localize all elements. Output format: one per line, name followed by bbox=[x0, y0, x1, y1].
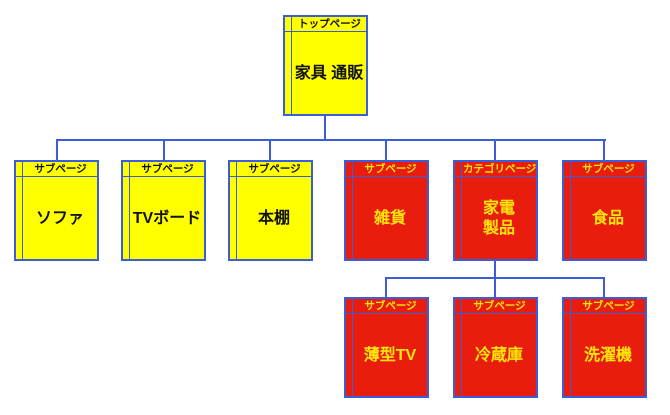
page-spine-line bbox=[570, 299, 571, 396]
page-spine-line bbox=[570, 162, 571, 259]
page-spine-line bbox=[129, 162, 130, 259]
page-spine-line bbox=[352, 162, 353, 259]
page-title: 本棚 bbox=[257, 209, 290, 227]
page-type-badge: サブページ bbox=[346, 299, 427, 314]
node-home-appliances: カテゴリページ 家電 製品 bbox=[453, 160, 538, 261]
page-type-badge: サブページ bbox=[564, 162, 645, 177]
connector-top-drop bbox=[324, 116, 326, 140]
connector-drop-refrigerator bbox=[494, 277, 496, 297]
page-spine-line bbox=[461, 299, 462, 396]
page-type-badge: サブページ bbox=[455, 299, 536, 314]
page-title: 家電 製品 bbox=[482, 199, 515, 237]
node-flat-tv: サブページ 薄型TV bbox=[344, 297, 429, 398]
page-title: 雑貨 bbox=[373, 209, 406, 227]
node-general-goods: サブページ 雑貨 bbox=[344, 160, 429, 261]
page-spine-line bbox=[236, 162, 237, 259]
node-bookshelf: サブページ 本棚 bbox=[228, 160, 313, 261]
node-washing-machine: サブページ 洗濯機 bbox=[562, 297, 647, 398]
page-type-badge: トップページ bbox=[285, 17, 366, 32]
page-title: 薄型TV bbox=[363, 346, 417, 364]
page-title: 食品 bbox=[591, 209, 624, 227]
page-title: 洗濯機 bbox=[583, 346, 632, 364]
page-title: TVボード bbox=[132, 209, 202, 227]
connector-appliances-drop bbox=[494, 261, 496, 279]
page-type-badge: サブページ bbox=[564, 299, 645, 314]
page-spine-line bbox=[352, 299, 353, 396]
page-type-badge: カテゴリページ bbox=[455, 162, 536, 177]
page-spine-line bbox=[461, 162, 462, 259]
page-title: 家具 通販 bbox=[294, 64, 364, 82]
node-sofa: サブページ ソファ bbox=[14, 160, 99, 261]
node-tv-board: サブページ TVボード bbox=[121, 160, 206, 261]
connector-level2-rail bbox=[56, 139, 606, 141]
connector-drop-food bbox=[603, 139, 605, 160]
page-type-badge: サブページ bbox=[346, 162, 427, 177]
connector-drop-tv-board bbox=[163, 139, 165, 160]
page-type-badge: サブページ bbox=[16, 162, 97, 177]
connector-drop-flat-tv bbox=[385, 277, 387, 297]
node-top-page: トップページ 家具 通販 bbox=[283, 15, 368, 116]
connector-drop-home-appliances bbox=[494, 139, 496, 160]
page-spine-line bbox=[22, 162, 23, 259]
page-type-badge: サブページ bbox=[230, 162, 311, 177]
connector-drop-washing-machine bbox=[603, 277, 605, 297]
connector-drop-bookshelf bbox=[269, 139, 271, 160]
node-food: サブページ 食品 bbox=[562, 160, 647, 261]
page-spine-line bbox=[291, 17, 292, 114]
page-title: ソファ bbox=[35, 209, 84, 227]
connector-drop-sofa bbox=[56, 139, 58, 160]
node-refrigerator: サブページ 冷蔵庫 bbox=[453, 297, 538, 398]
page-title: 冷蔵庫 bbox=[474, 346, 523, 364]
page-type-badge: サブページ bbox=[123, 162, 204, 177]
connector-drop-general-goods bbox=[385, 139, 387, 160]
